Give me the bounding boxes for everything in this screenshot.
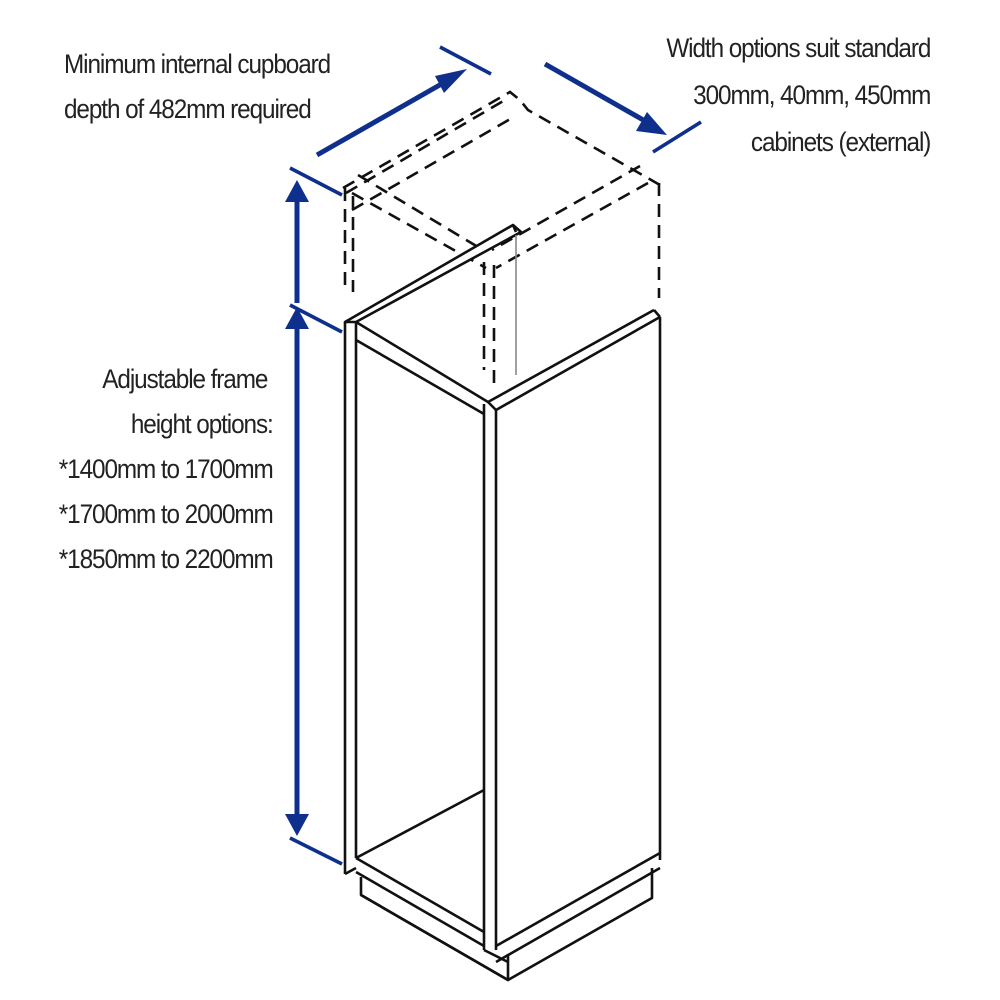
height-annotation-line: height options: [131,409,274,439]
dimension-arrows [285,45,702,866]
width-annotation-line: 300mm, 40mm, 450mm [692,80,931,110]
width-annotation: Width options suit standard 300mm, 40mm,… [666,25,931,166]
height-option-3: *1850mm to 2200mm [59,544,274,574]
height-arrow-lower-icon [285,303,343,866]
depth-annotation-line: Minimum internal cupboard [64,49,331,79]
dashed-upper-frame [342,90,661,385]
height-annotation: Adjustable frame height options: *1400mm… [59,357,274,582]
depth-arrow-icon [315,45,492,158]
width-annotation-line: cabinets (external) [750,127,931,157]
cabinet-body [343,223,662,982]
height-annotation-line: Adjustable frame [102,364,269,394]
height-arrow-upper-icon [285,166,343,303]
width-arrow-icon [543,61,702,154]
height-option-1: *1400mm to 1700mm [59,454,274,484]
width-annotation-line: Width options suit standard [666,33,931,63]
height-option-2: *1700mm to 2000mm [59,499,274,529]
depth-annotation-line: depth of 482mm required [64,94,312,124]
depth-annotation: Minimum internal cupboard depth of 482mm… [64,42,331,132]
